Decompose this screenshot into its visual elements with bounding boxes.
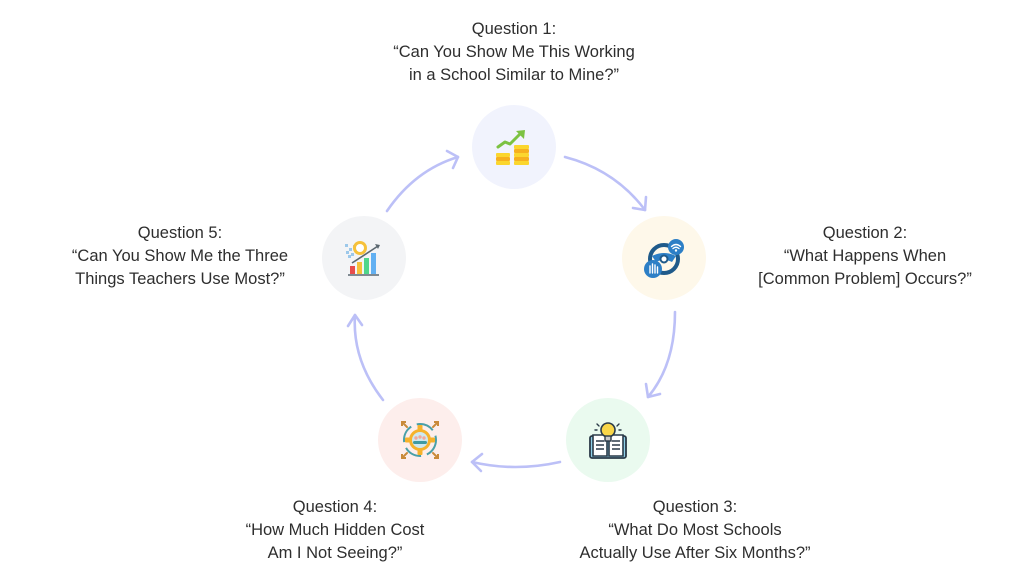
arrow-1-to-2-icon (563, 155, 648, 212)
step-1-question-line2: in a School Similar to Mine?” (408, 66, 619, 84)
step-4-circle (378, 398, 462, 482)
step-3-title: Question 3: (652, 498, 738, 516)
arrow-5-to-1-icon (385, 149, 460, 213)
step-3-question-line1: “What Do Most Schools (608, 521, 782, 539)
gear-team-icon (401, 421, 439, 459)
arrow-3-to-4-icon (470, 452, 562, 473)
step-2-circle (622, 216, 706, 300)
step-1-label: Question 1: “Can You Show Me This Workin… (364, 18, 664, 87)
step-4-title: Question 4: (292, 498, 378, 516)
step-2-question-line2: [Common Problem] Occurs?” (758, 270, 972, 288)
step-1-circle (472, 105, 556, 189)
step-5-title: Question 5: (137, 224, 223, 242)
step-5-label: Question 5: “Can You Show Me the Three T… (45, 222, 315, 291)
step-3-label: Question 3: “What Do Most Schools Actual… (550, 496, 840, 565)
arrow-2-to-3-icon (644, 310, 677, 399)
step-3-circle (566, 398, 650, 482)
step-5-question-line1: “Can You Show Me the Three (71, 247, 289, 265)
steering-wheel-icon (644, 239, 684, 278)
step-4-label: Question 4: “How Much Hidden Cost Am I N… (215, 496, 455, 565)
book-lightbulb-icon (589, 422, 627, 459)
bar-chart-gear-icon (345, 241, 380, 276)
step-5-question-line2: Things Teachers Use Most?” (75, 270, 285, 288)
step-2-question-line1: “What Happens When (783, 247, 947, 265)
growth-coins-icon (496, 130, 529, 165)
step-2-title: Question 2: (822, 224, 908, 242)
step-1-title: Question 1: (471, 20, 557, 38)
step-4-question-line1: “How Much Hidden Cost (245, 521, 425, 539)
step-4-question-line2: Am I Not Seeing?” (267, 544, 403, 562)
step-5-circle (322, 216, 406, 300)
step-1-question-line1: “Can You Show Me This Working (393, 43, 635, 61)
arrow-4-to-5-icon (346, 313, 385, 402)
step-3-question-line2: Actually Use After Six Months?” (579, 544, 811, 562)
step-2-label: Question 2: “What Happens When [Common P… (730, 222, 1000, 291)
